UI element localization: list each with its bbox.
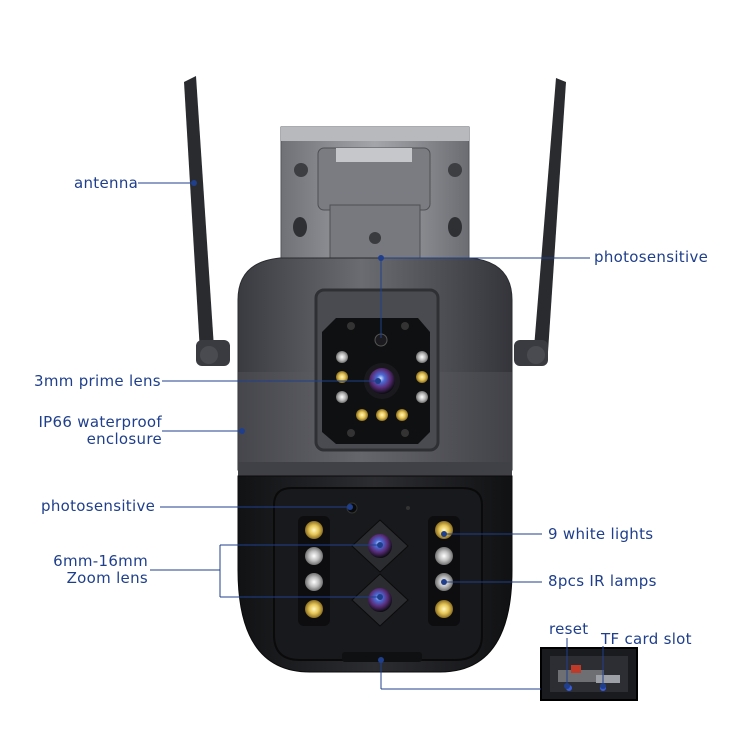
label-white-lights: 9 white lights <box>548 525 654 543</box>
label-enclosure: IP66 waterproof enclosure <box>34 414 162 448</box>
lower-lens-module <box>273 487 483 662</box>
antenna-right <box>514 78 566 366</box>
label-antenna: antenna <box>74 174 139 192</box>
leader-lines <box>138 182 604 690</box>
antenna-left <box>184 76 230 366</box>
label-reset: reset <box>549 620 589 638</box>
label-tf-card-slot: TF card slot <box>601 630 692 648</box>
label-zoom-lens: 6mm-16mm Zoom lens <box>44 553 148 587</box>
label-prime-lens: 3mm prime lens <box>34 372 161 390</box>
label-zoom-line1: 6mm-16mm <box>53 552 148 570</box>
leader-dots <box>191 180 606 689</box>
label-ir-lamps: 8pcs IR lamps <box>548 572 657 590</box>
label-enclosure-line2: enclosure <box>86 430 162 448</box>
label-zoom-line2: Zoom lens <box>66 569 148 587</box>
tf-card-inset <box>540 647 638 701</box>
label-photosensitive-top: photosensitive <box>594 248 709 266</box>
upper-lens-module <box>314 288 440 452</box>
label-photosensitive-bottom: photosensitive <box>41 497 156 515</box>
wall-bracket <box>280 126 470 278</box>
label-enclosure-line1: IP66 waterproof <box>38 413 162 431</box>
